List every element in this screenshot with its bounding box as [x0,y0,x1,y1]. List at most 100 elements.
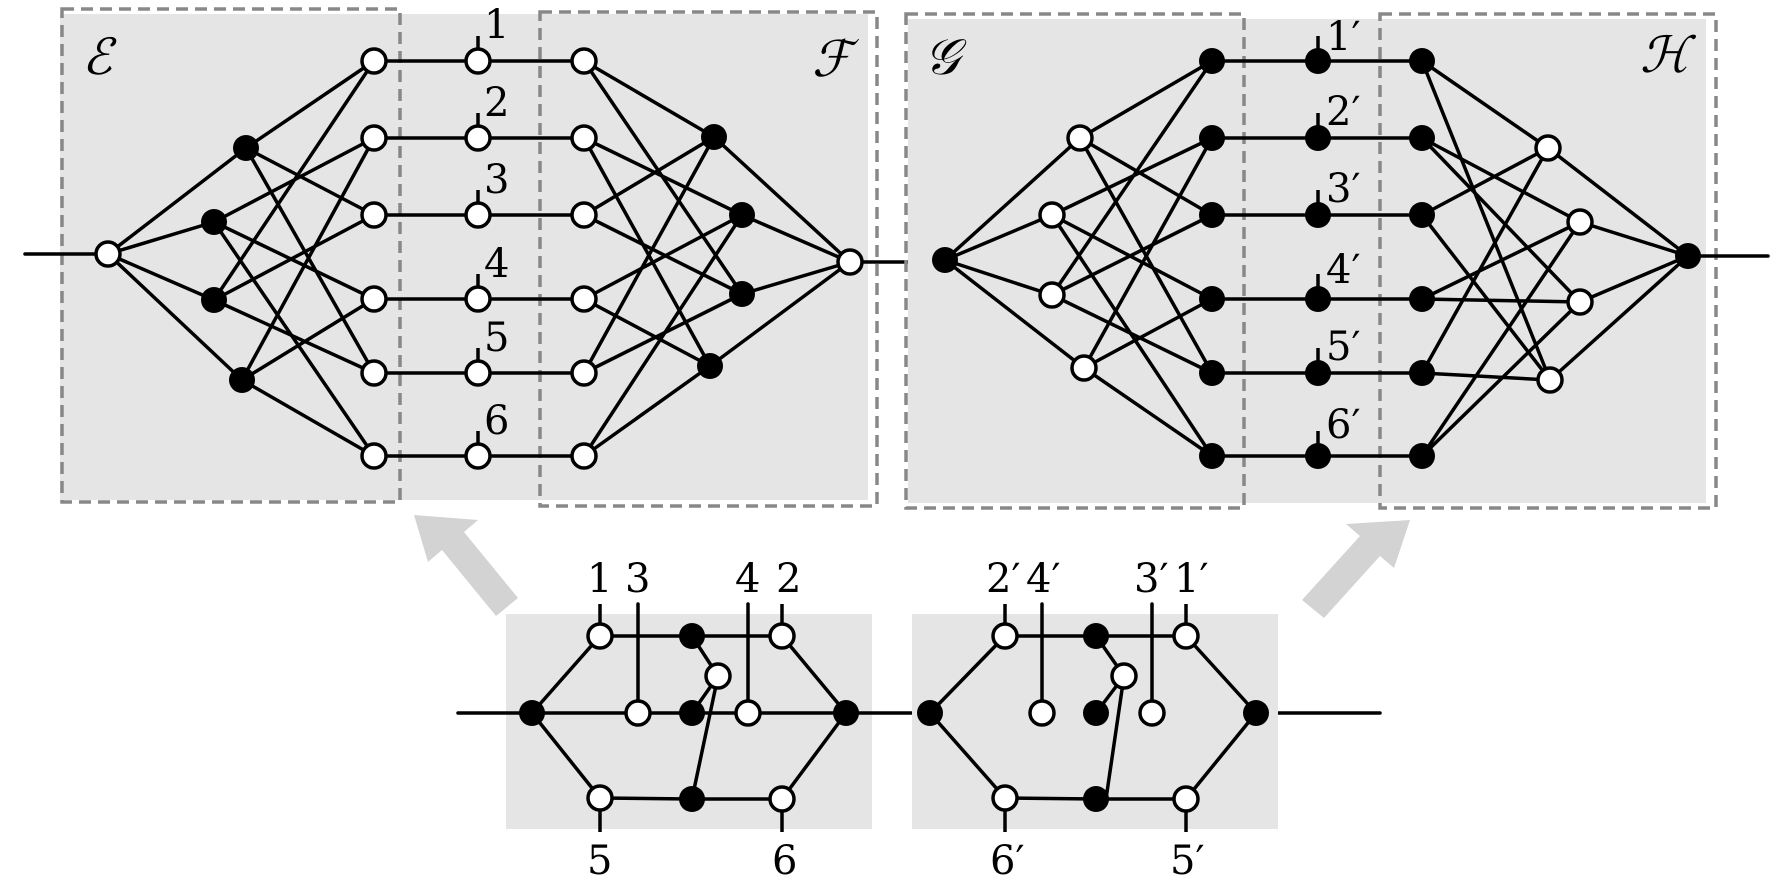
top-right-edges [943,36,1770,458]
edge [943,258,1054,297]
node-filled [1409,48,1435,74]
edge [582,135,716,375]
edge [1420,146,1550,375]
edge [1104,674,1126,801]
edge [1050,213,1214,297]
node-filled [1083,623,1109,649]
node-filled [1243,700,1269,726]
node-open [1138,699,1166,727]
node-open [1566,288,1594,316]
box-h [1378,12,1718,510]
edge [1184,711,1258,801]
edge [780,634,848,715]
node-filled [729,202,755,228]
edge [106,220,216,256]
node-open [1172,785,1200,813]
node-open [570,442,598,470]
node-open [360,47,388,75]
edge [1420,220,1582,458]
edge [1546,146,1690,258]
br-top-label-4p: 4′ [1026,556,1061,602]
edge [712,135,852,264]
edge [582,136,744,217]
edge [240,136,376,382]
node-open [1038,281,1066,309]
edge [943,136,1082,262]
bl-top-label-4: 4 [735,556,760,602]
node-filled [1409,286,1435,312]
edge [582,135,716,217]
node-open [768,622,796,650]
edge [582,213,744,301]
node-filled [1305,125,1331,151]
bl-bottom-label-5: 5 [587,838,612,881]
bl-top-label-2: 2 [776,556,801,602]
node-filled [229,367,255,393]
port-label-4p: 4′ [1326,247,1361,293]
edge [582,136,712,368]
node-open [836,248,864,276]
edge [1184,634,1258,715]
edge [1078,59,1214,140]
node-open [94,240,122,268]
edge [240,297,376,382]
node-open [360,124,388,152]
br-top-label-3p: 3′ [1134,556,1169,602]
edge [1578,220,1690,258]
node-open [570,285,598,313]
node-filled [1305,443,1331,469]
top-left-nodes [94,47,864,470]
node-filled [1199,360,1225,386]
edge [1420,297,1582,304]
node-filled [1083,786,1109,812]
edge [1078,136,1214,217]
node-filled [1305,48,1331,74]
edge [582,297,712,368]
node-open [624,699,652,727]
node-open [360,442,388,470]
node-open [464,124,492,152]
edge [943,213,1054,262]
node-filled [701,124,727,150]
top-right-nodes [932,48,1701,469]
node-filled [1305,286,1331,312]
bl-bottom-label-6: 6 [772,838,797,881]
edge [1050,293,1214,375]
port-label-6: 6 [484,398,509,444]
edge [212,213,376,302]
br-top-label-2p: 2′ [986,556,1021,602]
node-filled [1409,443,1435,469]
top-left-network: ℰ ℱ [23,2,947,508]
edge [928,634,1007,715]
node-open [1066,124,1094,152]
edge [212,59,376,302]
top-right-network: 𝒢 ℋ [904,12,1770,510]
node-open [570,47,598,75]
node-filled [917,700,943,726]
edge [690,674,720,801]
node-filled [833,700,859,726]
edge [244,146,376,217]
node-open [1028,699,1056,727]
edge [1082,297,1214,370]
node-open [570,359,598,387]
edge [1003,796,1098,801]
node-filled [519,700,545,726]
edge [1420,136,1582,224]
node-open [1534,134,1562,162]
edge [598,796,694,801]
edge [1082,136,1214,370]
edge [106,146,248,256]
node-open [1070,354,1098,382]
edge [740,260,852,296]
edge [212,220,376,301]
node-filled [1675,243,1701,269]
node-open [360,359,388,387]
port-label-3: 3 [484,157,509,203]
bl-top-label-1: 1 [587,556,612,602]
br-bottom-label-6p: 6′ [990,838,1025,881]
node-filled [1199,286,1225,312]
box-f [538,10,879,508]
